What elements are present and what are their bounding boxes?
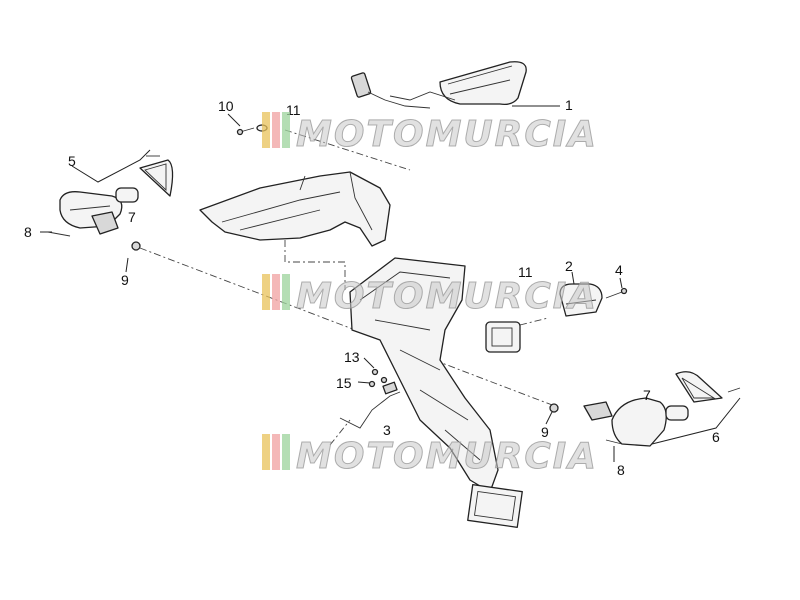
callout-2: 2 [565,258,573,274]
watermark-text: MOTOMURCIA [296,436,598,477]
tail-light-assembly [350,61,527,109]
callout-7-right: 7 [643,387,651,403]
callout-9-left: 9 [121,272,129,288]
callout-11-middle: 11 [518,264,533,280]
callout-7-left: 7 [128,209,136,225]
license-plate-holder [349,257,523,528]
callout-1: 1 [565,97,573,113]
callout-6: 6 [712,429,720,445]
rear-undertray [199,171,391,247]
callout-15: 15 [336,375,352,391]
callout-leader-lines [40,105,741,462]
callout-13: 13 [344,349,360,365]
callout-5: 5 [68,153,76,169]
watermark-text: MOTOMURCIA [296,114,598,155]
watermark-bottom: MOTOMURCIA [262,434,598,478]
watermark-text: MOTOMURCIA [296,276,598,317]
callout-4: 4 [615,262,623,278]
right-turn-signal [549,371,741,447]
watermark-top: MOTOMURCIA [262,112,598,156]
callout-10: 10 [218,98,234,114]
license-plate-light [485,283,603,353]
callout-8-left: 8 [24,224,32,240]
callout-3: 3 [383,422,391,438]
screw-part-4 [605,287,628,299]
left-turn-signal [47,155,174,251]
callout-9-right: 9 [541,424,549,440]
watermark-middle: MOTOMURCIA [262,274,598,318]
callout-8-right: 8 [617,462,625,478]
small-hardware [236,124,401,429]
